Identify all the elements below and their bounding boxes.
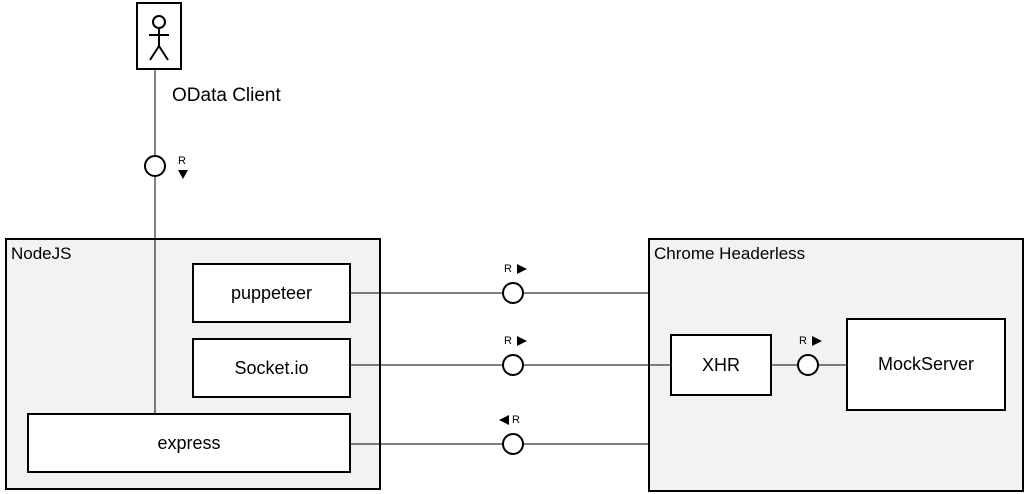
socketio-label: Socket.io	[234, 357, 309, 378]
nodejs-title: NodeJS	[11, 244, 72, 263]
socketio-interface-circle	[502, 354, 524, 376]
client-interface-circle	[144, 155, 166, 177]
xhr-interface-circle	[797, 354, 819, 376]
actor-figure	[149, 15, 169, 61]
puppeteer-interface-circle	[502, 282, 524, 304]
socketio-interface-label: R	[504, 335, 512, 347]
socketio-component: Socket.io	[192, 338, 351, 398]
stick-figure-icon	[136, 2, 182, 70]
client-arrow-down	[178, 170, 188, 179]
puppeteer-arrow-right	[517, 264, 527, 274]
xhr-label: XHR	[701, 354, 740, 375]
socketio-arrow-right	[517, 336, 527, 346]
express-component: express	[27, 413, 351, 473]
chrome-headerless-title: Chrome Headerless	[654, 244, 806, 263]
puppeteer-interface-label: R	[504, 263, 512, 275]
express-interface-circle	[502, 433, 524, 455]
express-label: express	[157, 432, 221, 453]
express-arrow-left	[499, 415, 509, 425]
actor-label: OData Client	[172, 85, 281, 106]
mockserver-component: MockServer	[846, 318, 1006, 411]
puppeteer-label: puppeteer	[230, 282, 313, 303]
mockserver-label: MockServer	[877, 354, 975, 374]
puppeteer-component: puppeteer	[192, 263, 351, 323]
express-interface-label: R	[512, 414, 520, 426]
xhr-interface-label: R	[799, 335, 807, 347]
xhr-arrow-right	[812, 336, 822, 346]
client-interface-label: R	[178, 155, 186, 167]
xhr-component: XHR	[670, 334, 772, 396]
